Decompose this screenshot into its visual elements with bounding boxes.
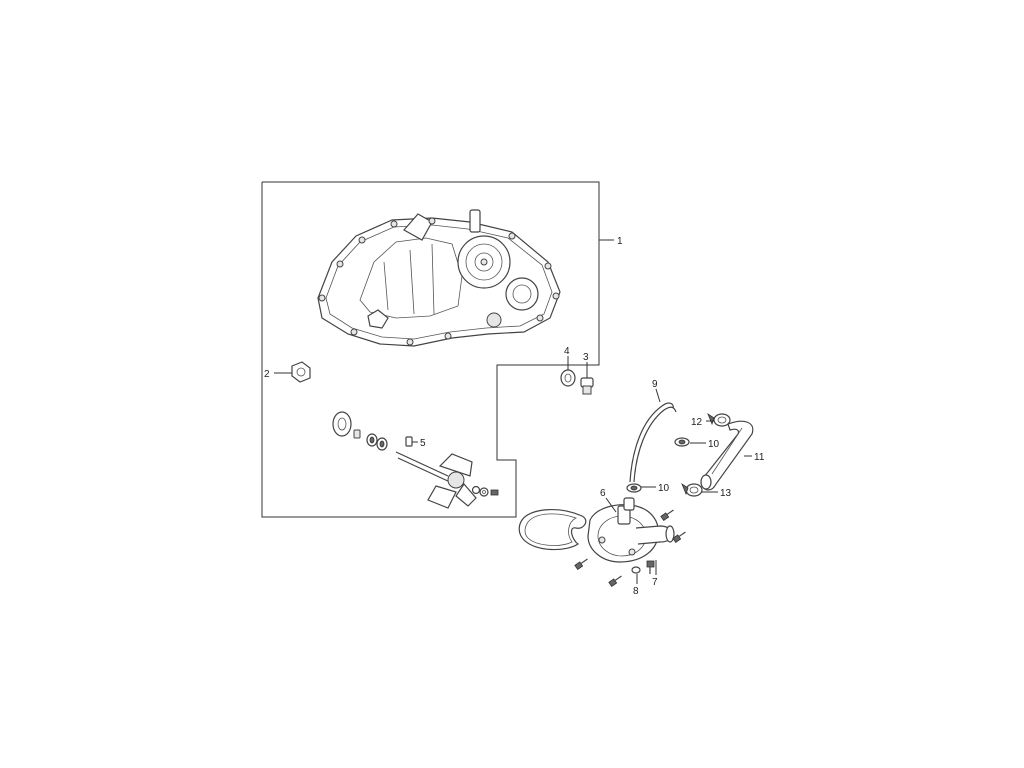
engine-cover [317, 209, 561, 347]
leader-lines [274, 239, 752, 584]
group-frame [261, 181, 600, 518]
pump-gasket [518, 509, 587, 551]
pin-part [405, 436, 413, 447]
washer-part [560, 369, 576, 387]
callout-7: 7 [652, 577, 658, 588]
callout-1: 1 [617, 236, 623, 247]
callout-13: 13 [720, 488, 732, 499]
callout-8: 8 [633, 586, 639, 597]
callout-2: 2 [264, 369, 270, 380]
hose-clamp-12 [707, 412, 731, 427]
small-washer [631, 566, 641, 574]
bolts [574, 509, 686, 588]
hose-clamp-bottom [626, 483, 642, 493]
callout-12: 12 [691, 417, 703, 428]
callout-4: 4 [564, 346, 570, 357]
callout-9: 9 [652, 379, 658, 390]
hose-clamp-top [674, 437, 690, 447]
callout-3: 3 [583, 352, 589, 363]
callout-10-lower: 10 [658, 483, 670, 494]
callout-6: 6 [600, 488, 606, 499]
callout-labels: 1 2 3 4 5 6 7 8 9 10 10 11 12 13 [264, 236, 765, 597]
callout-11: 11 [754, 452, 765, 463]
water-pump-cover [587, 497, 675, 563]
coolant-hose [700, 420, 754, 491]
drain-plug-part [580, 377, 594, 395]
pump-shaft-assembly [332, 411, 499, 509]
hose-clamp-13 [681, 482, 703, 497]
callout-5: 5 [420, 438, 426, 449]
thin-hose [629, 402, 677, 483]
callout-10-upper: 10 [708, 439, 720, 450]
nut-part [291, 361, 311, 383]
